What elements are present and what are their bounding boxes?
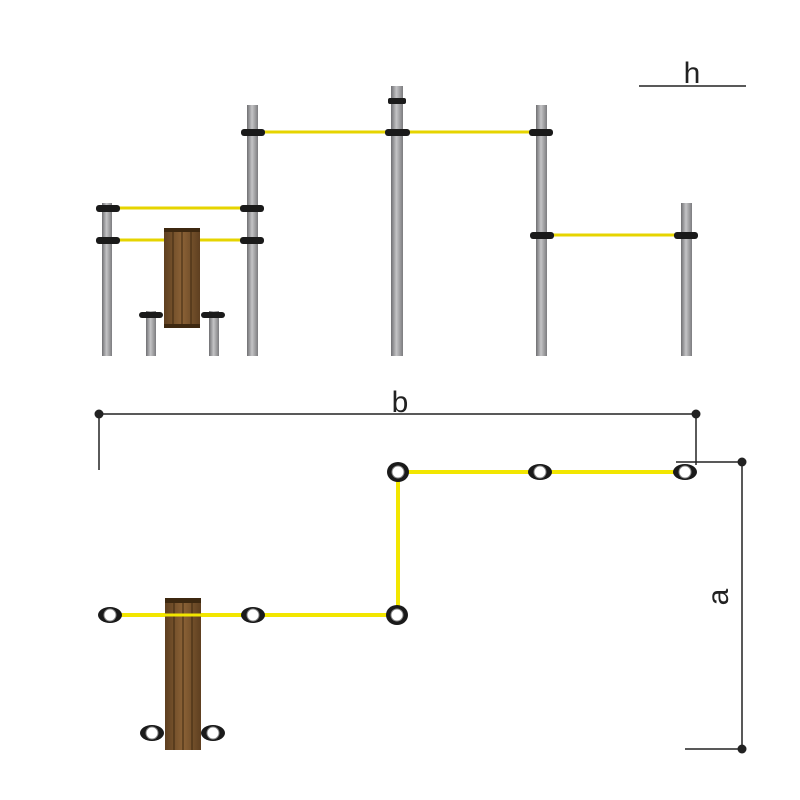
post-bench-right: [209, 311, 219, 356]
clamp: [139, 312, 163, 318]
clamp: [201, 312, 225, 318]
depth-label: a: [702, 588, 735, 605]
plan-post: [386, 605, 408, 625]
plan-post: [241, 607, 265, 623]
clamp: [240, 237, 264, 244]
elevation-clamps: [96, 98, 698, 318]
bench-elevation: [164, 228, 200, 328]
top-plan: [98, 462, 697, 750]
plan-post: [673, 464, 697, 480]
post-5: [681, 203, 692, 356]
bench-plan: [165, 598, 201, 750]
elevation-bars: [107, 130, 685, 242]
clamp: [96, 205, 120, 212]
plan-post: [387, 462, 409, 482]
clamp: [96, 237, 120, 244]
post-1: [102, 203, 112, 356]
width-dimension: b: [94, 386, 701, 470]
clamp: [385, 129, 410, 136]
clamp: [241, 129, 265, 136]
clamp: [674, 232, 698, 239]
post-bench-left: [146, 311, 156, 356]
plan-post: [98, 607, 122, 623]
elevation-posts: [102, 86, 692, 356]
depth-dimension: a: [676, 457, 747, 754]
post-3: [391, 86, 403, 356]
plan-post: [140, 725, 164, 741]
plan-bars: [110, 470, 685, 617]
post-2: [247, 105, 258, 356]
plan-posts: [98, 462, 697, 741]
clamp: [530, 232, 554, 239]
width-label: b: [392, 386, 409, 419]
clamp: [388, 98, 406, 104]
height-dimension: h: [639, 57, 746, 90]
plan-post: [201, 725, 225, 741]
clamp: [529, 129, 553, 136]
post-4: [536, 105, 547, 356]
height-label: h: [684, 57, 701, 90]
front-elevation: [96, 86, 698, 356]
clamp: [240, 205, 264, 212]
plan-post: [528, 464, 552, 480]
